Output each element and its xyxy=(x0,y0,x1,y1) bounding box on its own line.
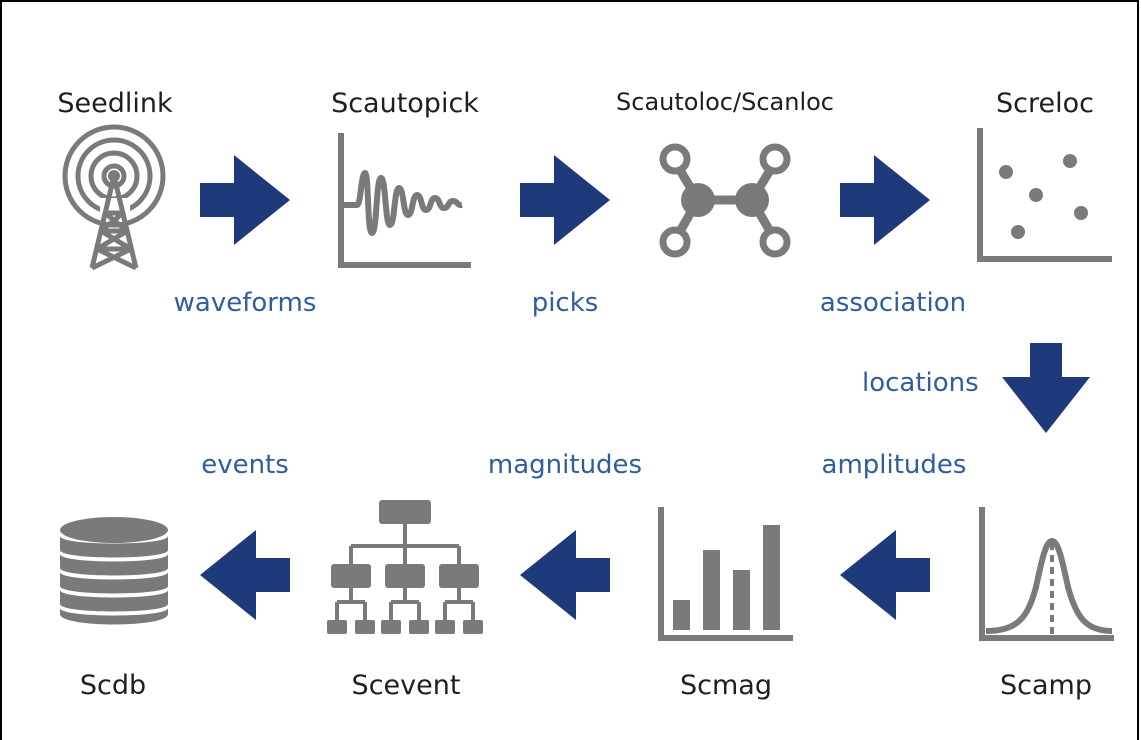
node-label-scevent: Scevent xyxy=(351,670,461,701)
radio-tower-icon xyxy=(62,124,166,271)
edge-label-magnitudes: magnitudes xyxy=(487,450,643,480)
network-nodes-icon xyxy=(659,143,791,258)
arrow-scamp-to-scmag xyxy=(840,530,930,620)
arrow-scmag-to-scevent xyxy=(520,530,610,620)
scatter-plot-icon xyxy=(977,128,1112,262)
node-label-scamp: Scamp xyxy=(1000,670,1092,701)
edge-label-events: events xyxy=(201,450,289,480)
waveform-icon xyxy=(338,133,471,268)
node-label-scautopick: Scautopick xyxy=(331,88,479,119)
hierarchy-tree-icon xyxy=(327,500,483,634)
edge-label-locations: locations xyxy=(862,368,979,398)
node-label-scautoloc: Scautoloc/Scanloc xyxy=(616,88,834,116)
edge-label-amplitudes: amplitudes xyxy=(821,450,967,480)
node-label-scdb: Scdb xyxy=(79,670,147,701)
node-label-scmag: Scmag xyxy=(680,670,772,701)
arrow-scautopick-to-scautoloc xyxy=(520,155,610,245)
arrow-scautoloc-to-screloc xyxy=(840,155,930,245)
node-label-screloc: Screloc xyxy=(996,88,1094,119)
bell-curve-icon xyxy=(979,507,1114,641)
bar-chart-icon xyxy=(658,507,793,641)
node-label-seedlink: Seedlink xyxy=(57,88,173,119)
arrow-scevent-to-scdb xyxy=(200,530,290,620)
database-icon xyxy=(60,517,168,625)
arrow-screloc-to-scamp xyxy=(1002,343,1090,433)
arrow-seedlink-to-scautopick xyxy=(200,155,290,245)
edge-label-picks: picks xyxy=(531,288,599,318)
edge-label-waveforms: waveforms xyxy=(173,288,317,318)
edge-label-association: association xyxy=(819,288,967,318)
